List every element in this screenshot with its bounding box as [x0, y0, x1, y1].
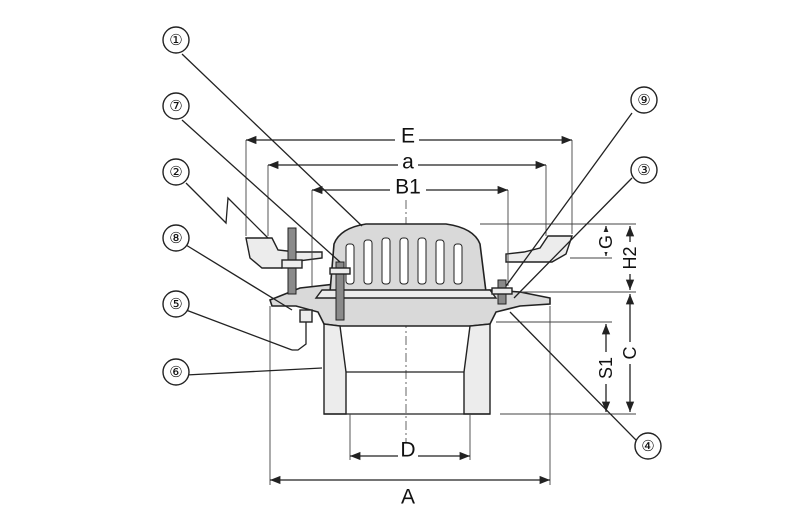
dim-label-B1: B1 [395, 176, 421, 199]
leader-5 [185, 309, 293, 351]
dim-label-C: C [620, 347, 640, 360]
leader-3 [513, 177, 633, 299]
dim-label-G: G [596, 235, 616, 249]
leader-7 [181, 119, 341, 263]
callout-8: ⑧ [162, 224, 190, 252]
leader-1 [181, 53, 363, 227]
callout-7: ⑦ [162, 92, 190, 120]
svg-text:⑥: ⑥ [169, 363, 182, 381]
hook-nut [299, 309, 313, 323]
svg-text:②: ② [169, 163, 182, 181]
callout-6: ⑥ [162, 358, 190, 386]
outlet-left-wall [323, 323, 347, 415]
leader-4 [509, 311, 637, 441]
callout-9: ⑨ [630, 86, 658, 114]
dim-label-A: A [401, 486, 415, 509]
dim-label-D: D [400, 439, 415, 462]
drain-body [245, 200, 573, 460]
svg-text:④: ④ [641, 437, 654, 455]
leader-8 [185, 244, 293, 311]
dim-label-S1: S1 [596, 357, 616, 379]
callout-2: ② [162, 158, 190, 186]
nut-left-inner [329, 267, 351, 275]
nut-left-top [281, 259, 303, 269]
leader-6 [185, 367, 323, 376]
dim-label-a: a [402, 151, 414, 174]
callout-4: ④ [634, 432, 662, 460]
svg-text:⑨: ⑨ [637, 91, 650, 109]
top-flange-left [245, 237, 323, 269]
strainer-base-ring [314, 289, 498, 299]
svg-text:③: ③ [637, 161, 650, 179]
svg-text:⑦: ⑦ [169, 97, 182, 115]
side-hook [292, 312, 307, 351]
strainer-slots [345, 237, 463, 285]
svg-text:⑤: ⑤ [169, 295, 182, 313]
leader-2 [185, 182, 269, 239]
svg-text:⑧: ⑧ [169, 229, 182, 247]
dim-label-E: E [401, 125, 415, 148]
callout-1: ① [162, 26, 190, 54]
svg-text:①: ① [169, 31, 182, 49]
dim-label-H2: H2 [620, 246, 640, 269]
callout-3: ③ [630, 156, 658, 184]
nut-right [491, 287, 513, 295]
callout-5: ⑤ [162, 290, 190, 318]
outlet-right-wall [463, 323, 491, 415]
leader-9 [505, 112, 633, 287]
leader-lines [181, 53, 637, 441]
